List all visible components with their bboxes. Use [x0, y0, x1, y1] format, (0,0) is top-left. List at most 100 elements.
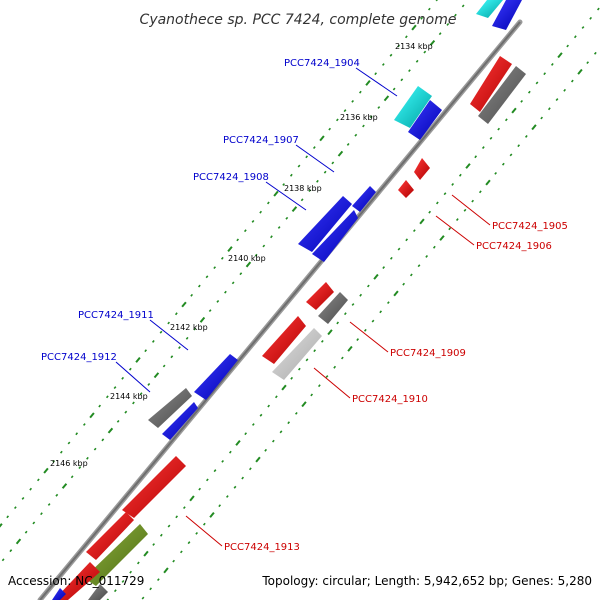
tick-mark	[504, 118, 508, 122]
tick-mark	[313, 349, 317, 353]
tick-mark	[547, 107, 551, 111]
tick-mark	[270, 235, 273, 239]
tick-mark	[262, 244, 266, 248]
gene-bottom-olive[interactable]	[84, 524, 148, 586]
gene-label-1911[interactable]: PCC7424_1911	[78, 310, 154, 321]
tick-mark	[461, 4, 465, 8]
tick-mark	[167, 321, 171, 325]
tick-mark	[389, 53, 393, 57]
gene-bottom-blue[interactable]	[52, 588, 66, 600]
gene-rna-top[interactable]	[476, 0, 503, 18]
tick-mark	[412, 229, 416, 233]
gene-pcc7424-1909-grey[interactable]	[318, 292, 348, 324]
tick-mark	[397, 247, 401, 251]
gene-pcc7424-1906[interactable]	[398, 180, 414, 198]
tick-mark	[162, 364, 166, 368]
gene-label-1904[interactable]: PCC7424_1904	[284, 58, 360, 69]
tick-mark	[124, 410, 128, 414]
tick-mark	[243, 229, 247, 233]
gene-pcc7424-1910-light[interactable]	[272, 328, 322, 380]
tick-mark	[202, 522, 206, 526]
gene-bottom-red-a[interactable]	[86, 512, 134, 560]
gene-bottom-grey[interactable]	[88, 584, 108, 600]
tick-mark	[55, 493, 59, 497]
gene-bottom-red-b[interactable]	[54, 562, 100, 600]
tick-mark	[358, 90, 362, 94]
tick-mark	[163, 567, 169, 574]
tick-mark	[446, 22, 450, 26]
kbp-label-2134: 2134 kbp	[395, 42, 433, 51]
tick-mark	[198, 487, 202, 491]
gene-pcc7424-1910-red[interactable]	[262, 316, 306, 364]
tick-mark	[174, 312, 178, 316]
tick-mark	[379, 310, 383, 314]
tick-mark	[429, 39, 436, 46]
tick-mark	[362, 124, 365, 128]
tick-mark	[371, 319, 375, 323]
gene-label-1907[interactable]: PCC7424_1907	[223, 135, 299, 146]
tick-mark	[471, 199, 475, 203]
tick-mark	[282, 183, 286, 186]
gene-reverse-top-red[interactable]	[470, 56, 512, 112]
tick-mark	[373, 273, 379, 280]
gene-label-1906[interactable]: PCC7424_1906	[476, 241, 552, 252]
tick-mark	[423, 50, 427, 54]
tick-mark	[32, 521, 36, 525]
gene-label-1908[interactable]: PCC7424_1908	[193, 172, 269, 183]
tick-mark	[244, 432, 248, 436]
gene-pcc7424-1905[interactable]	[414, 158, 430, 180]
tick-mark	[383, 95, 390, 102]
tick-mark	[245, 261, 252, 268]
gene-label-1909[interactable]: PCC7424_1909	[390, 348, 466, 359]
tick-mark	[419, 218, 425, 225]
gene-label-1905[interactable]: PCC7424_1905	[492, 221, 568, 232]
gene-label-1913[interactable]: PCC7424_1913	[224, 542, 300, 553]
tick-mark	[392, 87, 396, 91]
tick-mark	[527, 90, 531, 94]
kbp-label-2144: 2144 kbp	[110, 392, 148, 401]
gene-pcc7424-1904-rna[interactable]	[394, 86, 432, 128]
kbp-label-2138: 2138 kbp	[284, 184, 322, 193]
tick-mark	[199, 316, 206, 323]
tick-mark	[359, 293, 363, 297]
gene-label-1910[interactable]: PCC7424_1910	[352, 394, 428, 405]
tick-mark	[570, 79, 574, 83]
gene-reverse-top-grey[interactable]	[478, 66, 526, 124]
gene-pcc7424-1908-b[interactable]	[312, 210, 358, 262]
tick-mark	[182, 506, 186, 510]
tick-mark	[317, 384, 321, 388]
tick-mark	[86, 456, 89, 460]
tick-mark	[573, 35, 577, 39]
tick-mark	[139, 392, 143, 396]
tick-mark	[52, 460, 56, 463]
tick-mark	[563, 88, 567, 92]
gene-pcc7424-1912[interactable]	[162, 402, 198, 440]
tick-mark	[589, 16, 593, 20]
gene-pcc7424-1908-a[interactable]	[298, 196, 352, 252]
tick-mark	[189, 495, 195, 502]
tick-mark	[266, 201, 270, 205]
gene-pcc7424-1913[interactable]	[122, 456, 186, 518]
tick-mark	[195, 531, 199, 535]
tick-mark	[297, 164, 301, 168]
gene-pcc7424-1911[interactable]	[194, 354, 238, 400]
tick-mark	[290, 376, 294, 380]
tick-mark	[328, 127, 332, 131]
tick-mark	[289, 173, 293, 177]
gene-pcc7424-1904[interactable]	[408, 100, 442, 140]
tick-mark	[356, 338, 360, 341]
tick-mark	[389, 256, 393, 260]
tick-mark	[297, 367, 301, 371]
tick-mark	[213, 469, 217, 473]
gene-pcc7424-1912-grey[interactable]	[148, 388, 192, 428]
gene-forward-top[interactable]	[492, 0, 522, 30]
gene-pcc7424-1907[interactable]	[352, 186, 376, 212]
gene-label-1912[interactable]: PCC7424_1912	[41, 352, 117, 363]
tick-mark	[310, 393, 314, 397]
tick-mark	[435, 0, 438, 2]
gene-pcc7424-1909-red[interactable]	[306, 282, 334, 310]
tick-mark	[417, 264, 421, 268]
tick-mark	[481, 146, 485, 149]
